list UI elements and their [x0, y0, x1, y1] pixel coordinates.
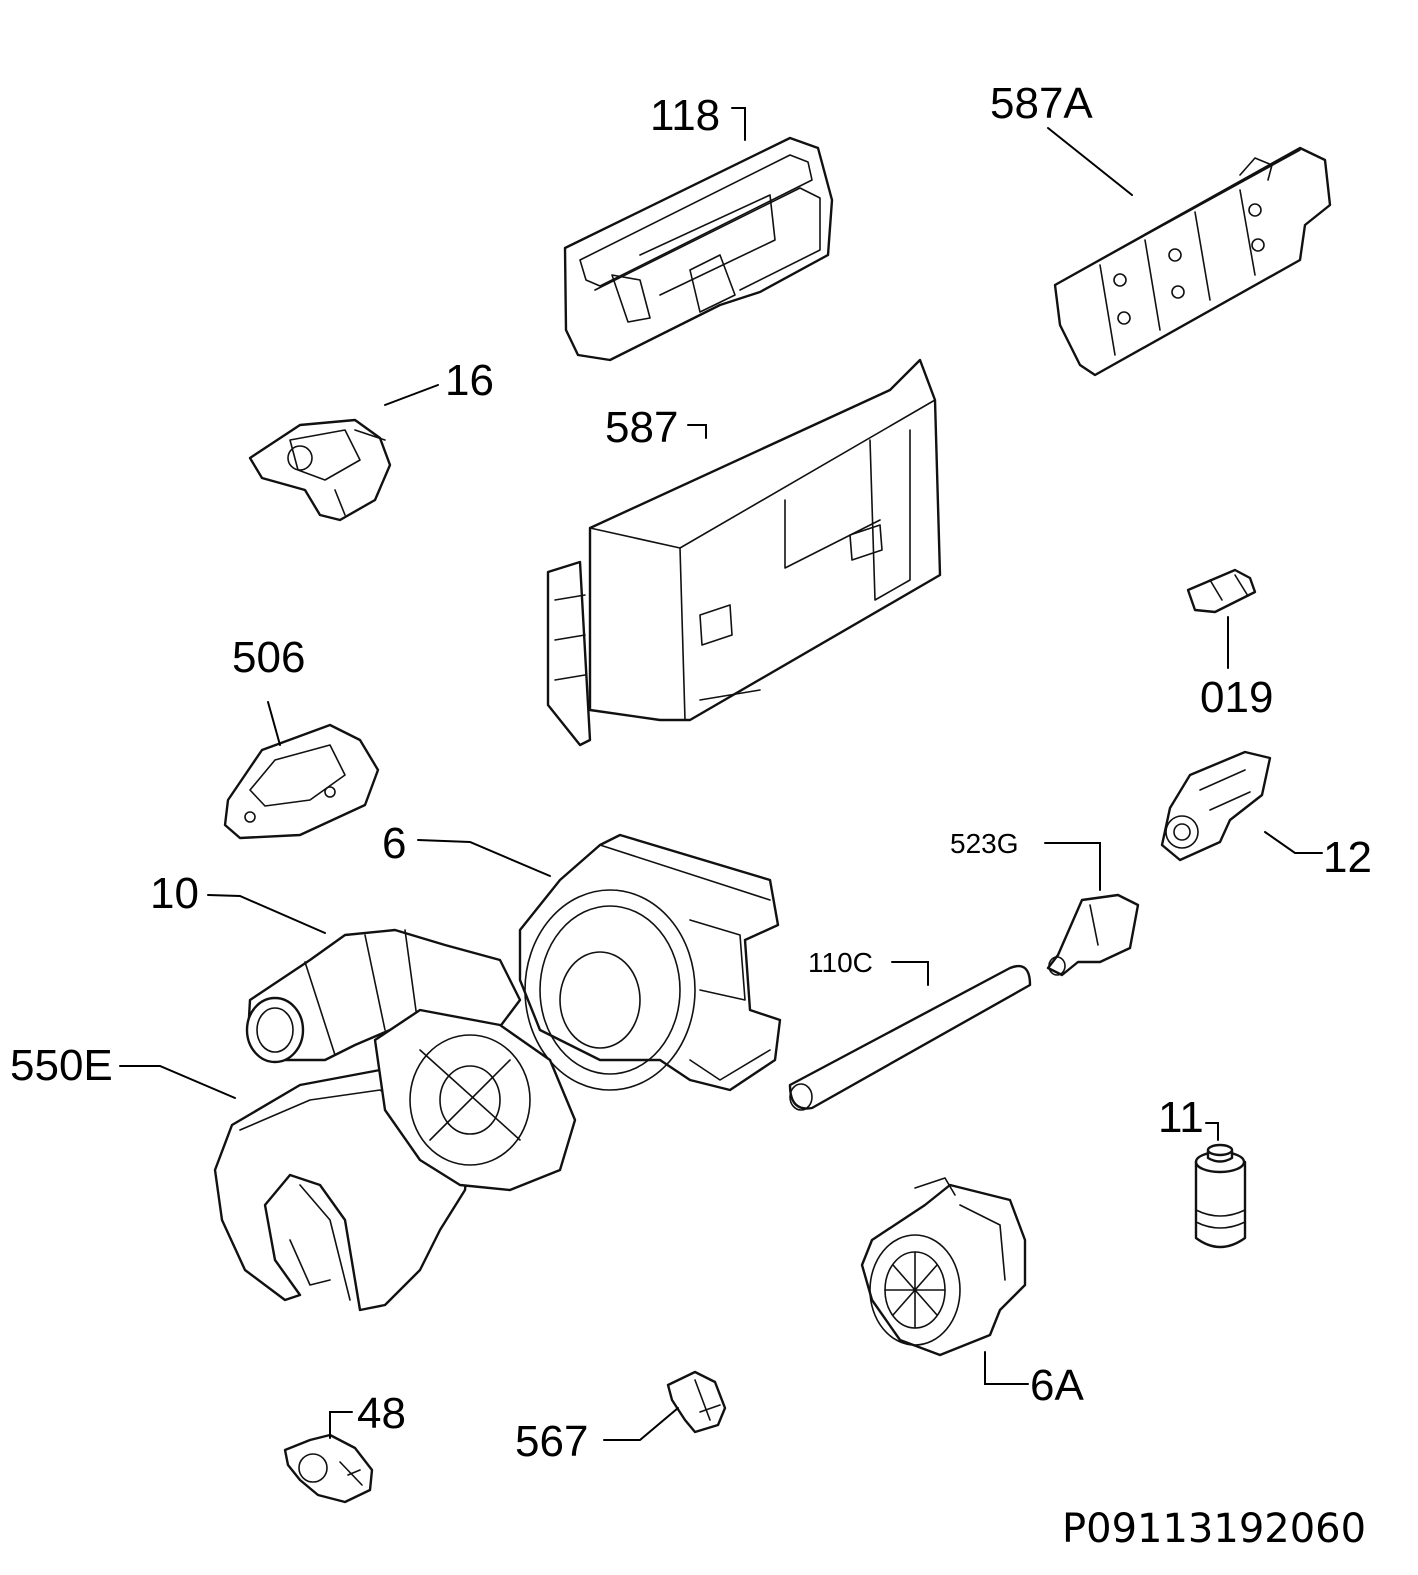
- leader-16: [384, 384, 439, 406]
- part-019-clip: [1186, 568, 1257, 614]
- part-48-sensor: [283, 1433, 374, 1504]
- leader-550e: [119, 1065, 236, 1099]
- leader-6: [417, 839, 551, 877]
- part-12-pressure-sensor: [1160, 750, 1272, 862]
- leader-523g: [1044, 842, 1101, 891]
- leader-506: [267, 701, 281, 746]
- label-110c: 110C: [808, 947, 873, 978]
- part-110c-hose: [788, 964, 1032, 1111]
- leader-11: [1205, 1122, 1219, 1141]
- label-16: 16: [445, 356, 494, 405]
- leader-118: [731, 107, 746, 141]
- label-10: 10: [150, 869, 199, 918]
- label-550e: 550E: [10, 1041, 113, 1090]
- label-019: 019: [1200, 673, 1273, 722]
- label-506: 506: [232, 633, 305, 682]
- label-48: 48: [357, 1389, 406, 1438]
- part-567-connector: [666, 1370, 727, 1434]
- leader-12: [1264, 831, 1323, 854]
- leader-6a: [984, 1351, 1029, 1385]
- callout-labels: 118 587A 16 587 019 506 6 10 523G 12 110…: [10, 79, 1372, 1552]
- label-118: 118: [650, 91, 720, 140]
- part-550e-fan-housing: [213, 1008, 577, 1312]
- label-567: 567: [515, 1417, 588, 1466]
- leader-567: [603, 1407, 679, 1441]
- leader-10: [207, 894, 326, 934]
- leader-48: [329, 1411, 353, 1439]
- leader-587: [687, 424, 707, 439]
- part-6-circulation-pump: [518, 833, 782, 1092]
- part-11-cylinder: [1194, 1143, 1247, 1249]
- part-523g-connector: [1046, 893, 1140, 977]
- part-16-door-lock: [248, 418, 392, 522]
- part-6a-drain-pump: [860, 1177, 1027, 1357]
- leader-587a: [1047, 127, 1133, 196]
- label-6: 6: [382, 819, 406, 868]
- label-587a: 587A: [990, 79, 1093, 128]
- label-523g: 523G: [950, 828, 1019, 859]
- label-12: 12: [1323, 833, 1372, 882]
- part-587a-control-board: [1053, 146, 1332, 377]
- part-506-holder: [223, 723, 380, 840]
- part-587-electronic-module: [546, 358, 942, 747]
- reference-code: P09113192060: [1062, 1506, 1366, 1552]
- leader-lines: [119, 107, 1323, 1441]
- part-118-housing: [563, 136, 834, 362]
- label-6a: 6A: [1030, 1361, 1084, 1410]
- leader-110c: [891, 961, 929, 986]
- label-11: 11: [1158, 1093, 1204, 1142]
- label-587: 587: [605, 403, 678, 452]
